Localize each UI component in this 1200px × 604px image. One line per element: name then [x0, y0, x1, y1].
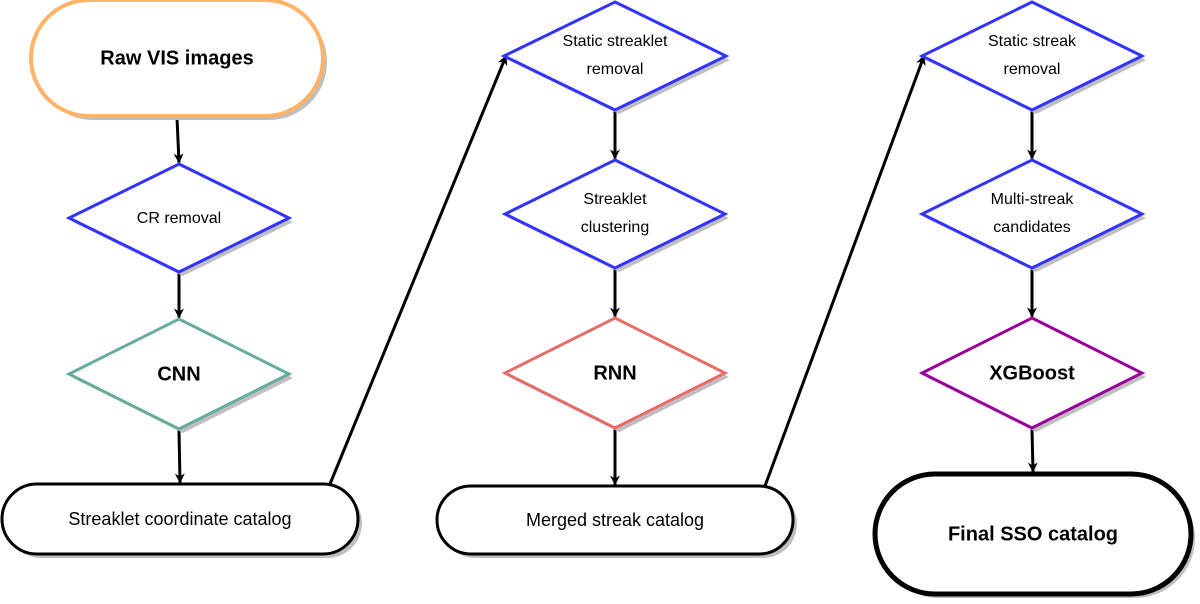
node-label: CR removal	[137, 210, 221, 227]
node-multi: Multi-streak candidates	[918, 158, 1146, 272]
edge-cnn-to-streaklet-cat	[174, 430, 185, 484]
node-rnn: RNN	[501, 316, 729, 432]
node-label: Final SSO catalog	[948, 523, 1118, 545]
edge-raw-to-cr	[173, 117, 184, 164]
terminal-shape	[872, 471, 1194, 597]
terminal-shape	[435, 484, 795, 556]
node-clustering: Streaklet clustering	[501, 158, 729, 272]
decision-shape	[65, 317, 293, 431]
node-label: Static streaklet	[563, 33, 668, 50]
decision-shape	[501, 158, 729, 270]
node-cr: CR removal	[65, 162, 293, 276]
node-label: Raw VIS images	[100, 47, 253, 69]
node-label: removal	[587, 61, 644, 78]
node-label: CNN	[157, 363, 200, 385]
node-label: candidates	[993, 219, 1070, 236]
node-merged-cat: Merged streak catalog	[435, 484, 797, 558]
decision-shape	[918, 0, 1146, 112]
node-label: Merged streak catalog	[526, 510, 704, 530]
node-label: Multi-streak	[991, 191, 1075, 208]
node-static-streaklet: Static streaklet removal	[500, 0, 730, 114]
terminal-shape	[29, 0, 325, 118]
edge-xgb-to-final	[1027, 429, 1038, 473]
node-final: Final SSO catalog	[872, 471, 1195, 598]
node-label: Streaklet coordinate catalog	[68, 509, 291, 529]
edge-merged-cat-to-static-streak	[763, 55, 926, 487]
node-label: Static streak	[988, 33, 1077, 50]
node-raw: Raw VIS images	[29, 0, 327, 120]
terminal-shape	[0, 482, 360, 556]
decision-shape	[918, 158, 1146, 270]
node-xgb: XGBoost	[918, 316, 1146, 432]
decision-shape	[918, 316, 1146, 430]
node-label: RNN	[593, 362, 636, 384]
node-cnn: CNN	[65, 317, 293, 433]
node-label: clustering	[581, 219, 649, 236]
decision-shape	[500, 0, 730, 112]
edges-layer	[173, 55, 1038, 487]
node-label: removal	[1004, 61, 1061, 78]
node-label: Streaklet	[583, 191, 647, 208]
edge-streaklet-cat-to-static-streaklet	[328, 55, 508, 485]
node-streaklet-cat: Streaklet coordinate catalog	[0, 482, 362, 558]
decision-shape	[501, 316, 729, 430]
node-static-streak: Static streak removal	[918, 0, 1146, 114]
node-label: XGBoost	[989, 362, 1075, 384]
decision-shape	[65, 162, 293, 274]
